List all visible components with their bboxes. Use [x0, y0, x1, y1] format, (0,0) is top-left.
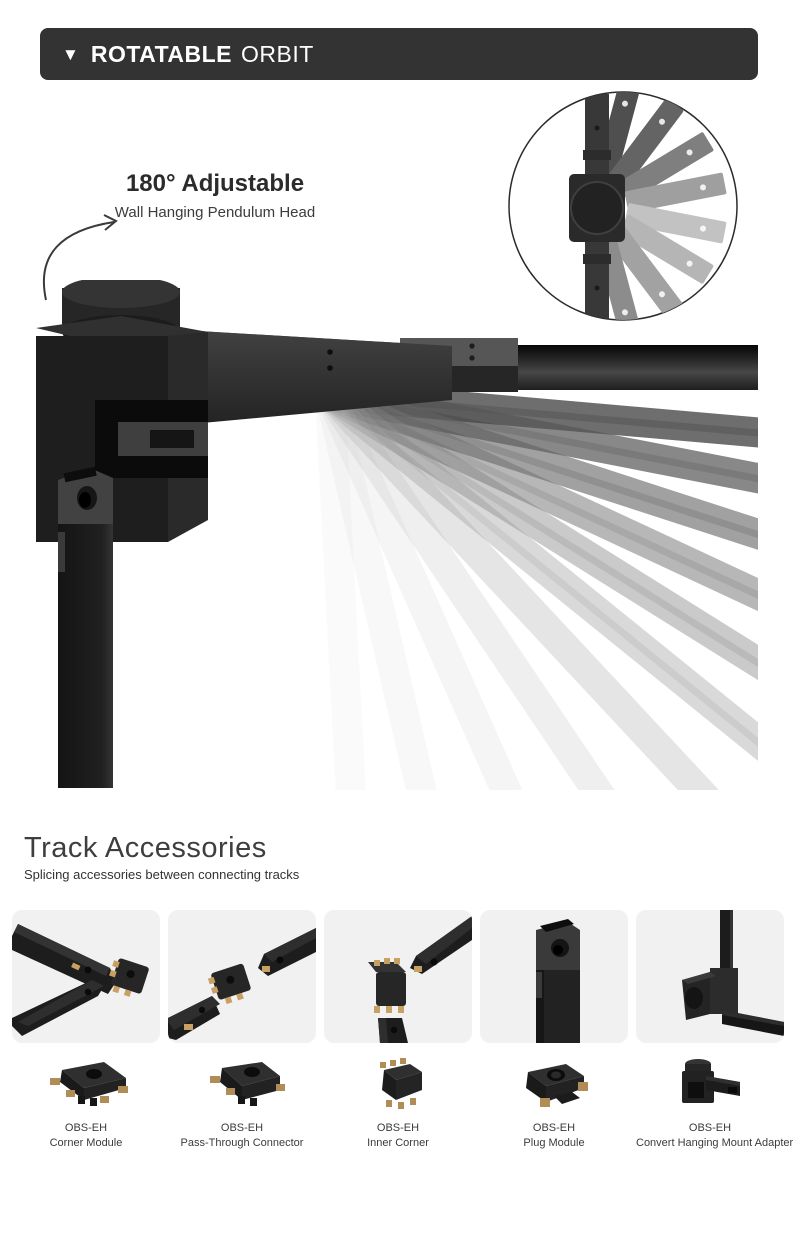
rotation-fan-inset-icon	[505, 88, 741, 329]
accessory-card-corner-module: OBS-EH Corner Module	[12, 910, 160, 1151]
pendulum-head-illustration	[0, 276, 800, 943]
accessories-subheading: Splicing accessories between connecting …	[24, 867, 300, 882]
accessory-code: OBS-EH	[64, 1122, 108, 1134]
accessory-code: OBS-EH	[220, 1122, 264, 1134]
inner-corner-photo	[324, 910, 472, 1043]
feature-subtitle: Wall Hanging Pendulum Head	[114, 204, 316, 221]
plug-module-photo	[480, 910, 628, 1043]
accessories-heading: Track Accessories	[24, 832, 267, 864]
feature-title: 180° Adjustable	[125, 170, 305, 197]
accessory-name: Inner Corner	[367, 1137, 429, 1149]
accessory-card-inner-corner: OBS-EH Inner Corner	[324, 910, 472, 1151]
corner-module-icon	[12, 1053, 160, 1115]
accessory-code: OBS-EH	[688, 1122, 732, 1134]
accessory-name: Pass-Through Connector	[180, 1137, 304, 1149]
accessory-name: Plug Module	[523, 1137, 585, 1149]
inner-corner-icon	[324, 1053, 472, 1115]
pass-through-photo	[168, 910, 316, 1043]
accessory-name: Corner Module	[49, 1137, 123, 1149]
pass-through-icon	[168, 1053, 316, 1115]
feature-callout: 180° Adjustable Wall Hanging Pendulum He…	[70, 170, 360, 221]
accessory-card-mount-adapter: OBS-EH Convert Hanging Mount Adapter	[636, 910, 794, 1151]
banner-title-light: ORBIT	[241, 40, 314, 67]
accessory-code: OBS-EH	[376, 1122, 420, 1134]
accessories-grid: OBS-EH Corner Module	[12, 910, 794, 1151]
accessory-name: Convert Hanging Mount Adapter	[636, 1137, 794, 1149]
corner-module-photo	[12, 910, 160, 1043]
section-header-banner: ▼ ROTATABLE ORBIT	[40, 28, 758, 80]
triangle-marker-icon: ▼	[62, 44, 79, 64]
banner-title-bold: ROTATABLE	[90, 40, 233, 67]
mount-adapter-photo	[636, 910, 784, 1043]
accessory-card-pass-through: OBS-EH Pass-Through Connector	[168, 910, 316, 1151]
accessory-code: OBS-EH	[532, 1122, 576, 1134]
accessory-card-plug-module: OBS-EH Plug Module	[480, 910, 628, 1151]
plug-module-icon	[480, 1053, 628, 1115]
mount-adapter-icon	[636, 1053, 784, 1115]
curved-arrow-icon	[34, 196, 130, 311]
